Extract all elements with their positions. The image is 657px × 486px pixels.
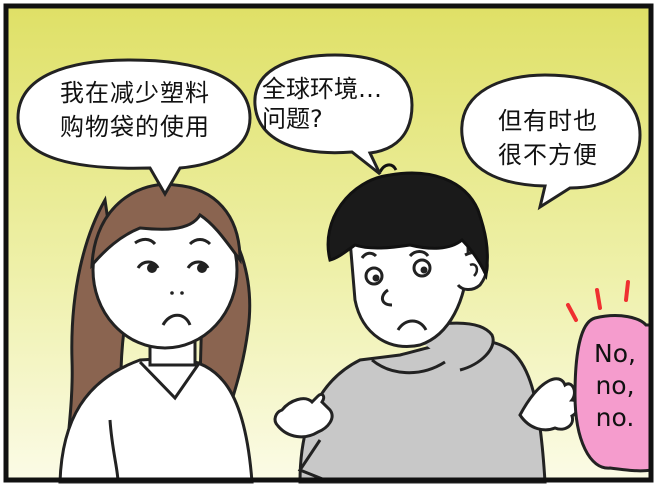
- bubble-text-man-right: 但有时也 很不方便: [498, 107, 598, 169]
- bubble-text-woman: 我在减少塑料 购物袋的使用: [60, 79, 210, 141]
- panel-border: [3, 3, 654, 483]
- woman-figure: [58, 170, 254, 484]
- bubble-text-side: No, no, no.: [594, 339, 636, 432]
- bubble-text-man-left: 全球环境… 问题?: [262, 75, 382, 133]
- speech-bubble-man-right: [460, 73, 642, 211]
- stress-marks: [566, 280, 630, 322]
- speech-bubble-woman: [16, 58, 252, 198]
- speech-bubble-man-left: [253, 53, 414, 176]
- speech-bubble-pink: [573, 314, 653, 473]
- man-figure: [273, 163, 580, 484]
